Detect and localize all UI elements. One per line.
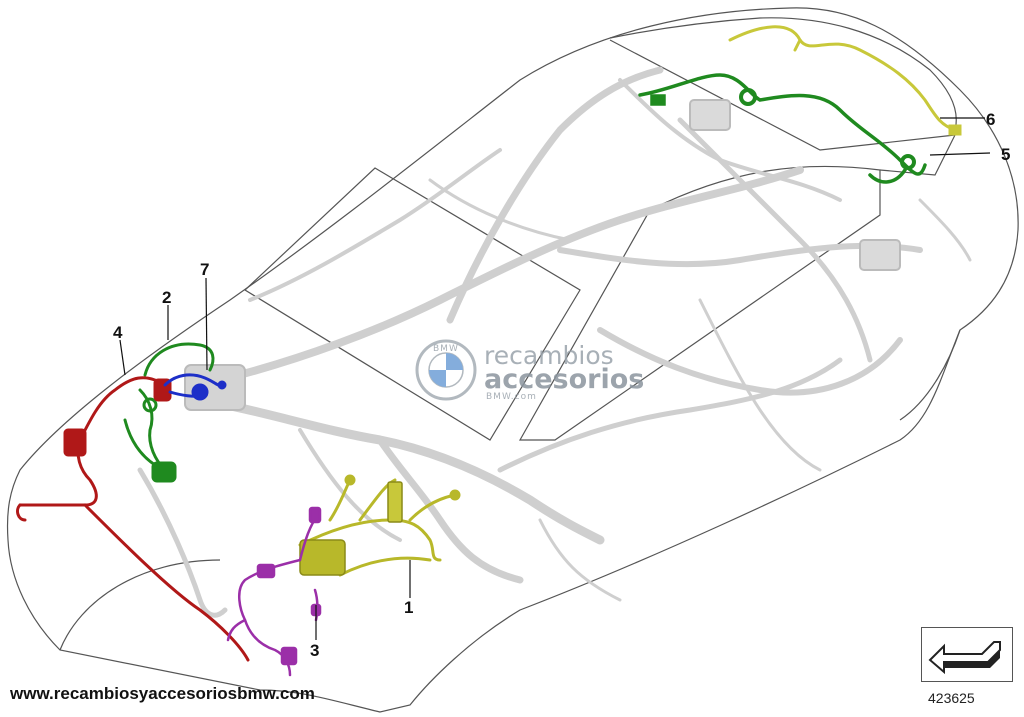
watermark-logo-letters: BMW — [433, 344, 459, 354]
arrow-icon — [928, 641, 1001, 675]
callout-3: 3 — [310, 641, 319, 660]
website-url: www.recambiosyaccesoriosbmw.com — [10, 684, 315, 703]
leader-lines — [119, 117, 991, 640]
reference-number: 423625 — [928, 690, 975, 706]
harness-6 — [728, 25, 962, 136]
callout-5: 5 — [1001, 145, 1010, 164]
navigation-arrow-button[interactable] — [921, 627, 1013, 682]
watermark-line-1: recambios — [484, 341, 614, 370]
harness-1 — [298, 474, 461, 577]
bmw-logo-icon — [415, 339, 477, 401]
car-outline — [6, 7, 1019, 713]
callout-1: 1 — [404, 598, 413, 617]
callout-6: 6 — [986, 110, 995, 129]
harness-5 — [638, 73, 927, 184]
watermark: BMW recambios accesorios BMW.com — [415, 339, 644, 402]
callout-4: 4 — [113, 323, 123, 342]
harness-3 — [226, 506, 322, 677]
harness-7 — [163, 373, 227, 401]
watermark-line-3: BMW.com — [486, 392, 537, 402]
harness-2 — [123, 342, 215, 483]
watermark-line-2: accesorios — [484, 364, 644, 395]
callout-7: 7 — [200, 260, 209, 279]
callout-2: 2 — [162, 288, 171, 307]
